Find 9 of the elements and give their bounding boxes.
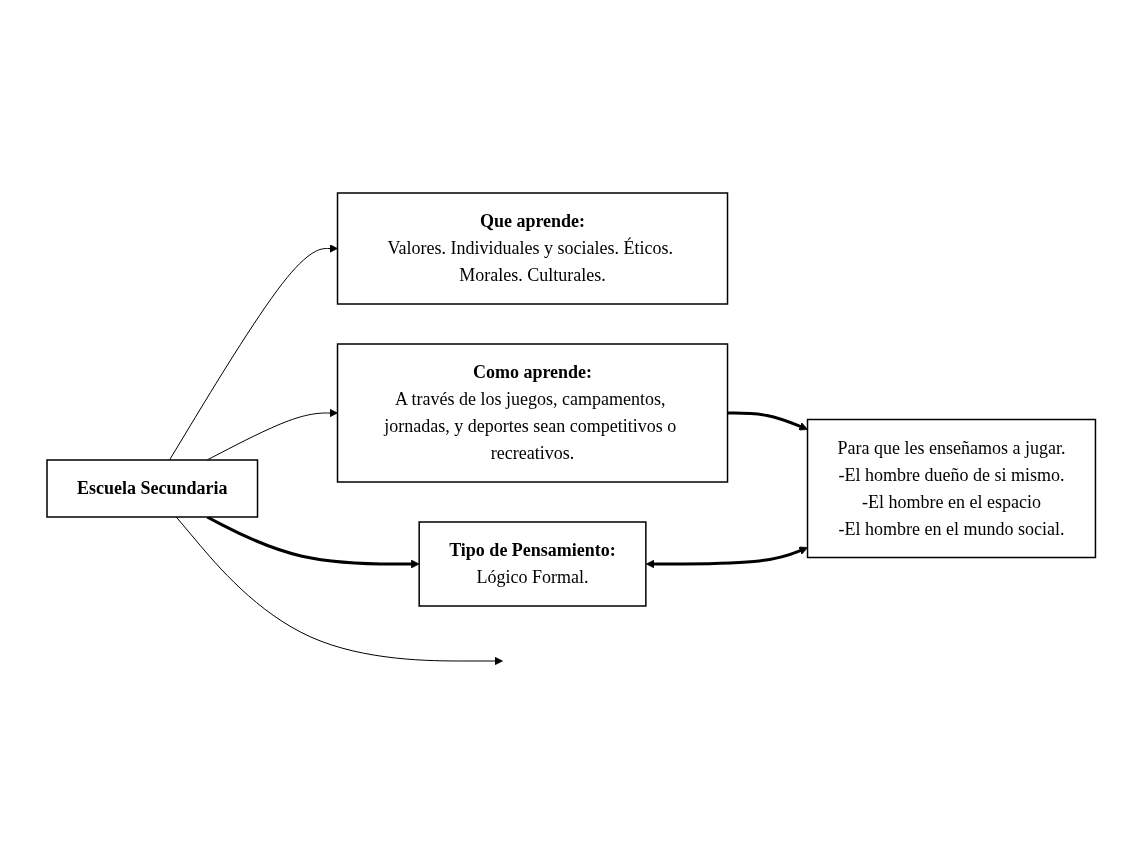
node-box: Para que les enseñamos a jugar. -El hombre dueño de si mismo. -El hombre en el espacio -El hombre en el mundo social. [806, 418, 1096, 558]
node-box: Escuela Secundaria [46, 458, 259, 518]
node-box: Como aprende: A través de los juegos, campamentos, jornadas, y deportes sean competitivos o recreativos. [336, 342, 729, 483]
node-box: Que aprende: Valores. Individuales y sociales. Éticos. Morales. Culturales. [336, 191, 729, 305]
arrow [645, 546, 808, 568]
arrow [175, 516, 503, 665]
node-box: Tipo de Pensamiento: Lógico Formal. [418, 520, 647, 607]
arrow [168, 243, 338, 460]
arrow [727, 411, 808, 430]
